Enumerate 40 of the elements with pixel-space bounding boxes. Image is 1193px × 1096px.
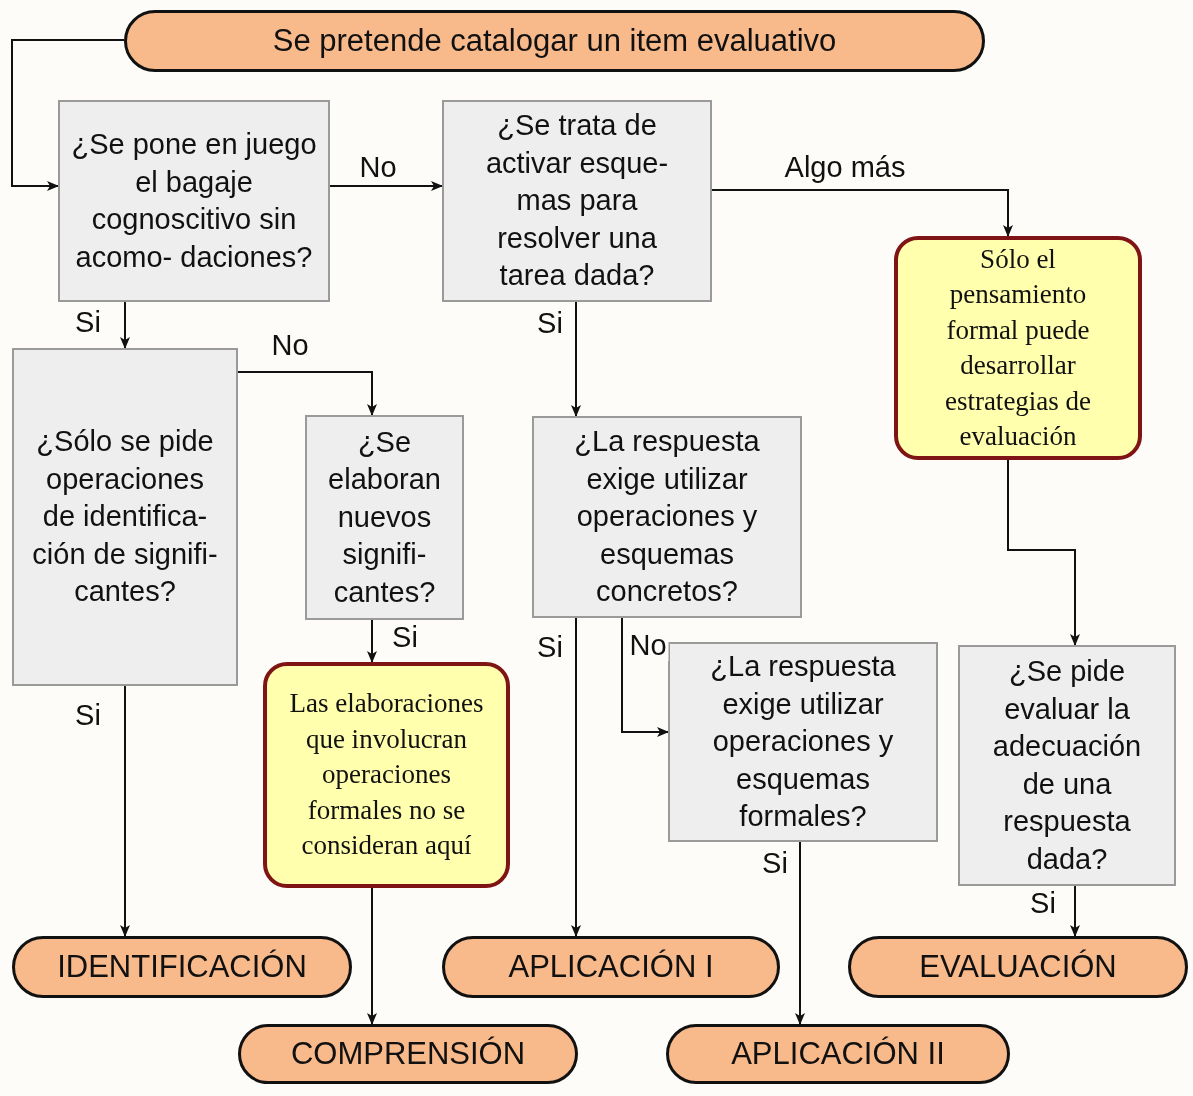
node-text: ¿Se elaboran nuevos signifi- cantes? [327, 424, 442, 610]
arrow [1070, 885, 1080, 937]
arrow [367, 619, 377, 663]
arrow [621, 617, 669, 737]
decision-box [12, 348, 238, 686]
terminal-box [238, 1024, 578, 1084]
node-text: ¿La respuesta exige utilizar operaciones y esquemas formales? [709, 649, 897, 835]
arrow [120, 301, 130, 349]
note-box [894, 236, 1142, 460]
arrow [237, 371, 377, 416]
node-text: Se pretende catalogar un item evaluativo [272, 23, 837, 59]
decision-box [305, 415, 464, 620]
arrow [571, 617, 581, 937]
decision-box [668, 642, 938, 842]
decision-box [442, 100, 712, 302]
terminal-box [666, 1024, 1010, 1084]
note-box [263, 662, 510, 888]
arrow [11, 39, 125, 191]
node-text: ¿Sólo se pide operaciones de identifica- ción de signifi- cantes? [31, 424, 219, 610]
node-text: ¿Se trata de activar esque- mas para resolver una tarea dada? [484, 108, 670, 294]
node-text: EVALUACIÓN [919, 949, 1117, 985]
arrow [367, 887, 377, 1025]
node-text: Las elaboraciones que involucran operaciones formales no se consideran aquí [288, 687, 485, 863]
decision-box [958, 645, 1176, 886]
node-text: COMPRENSIÓN [290, 1036, 526, 1072]
arrow [711, 189, 1013, 237]
arrow [571, 301, 581, 417]
node-text: APLICACIÓN II [731, 1036, 945, 1072]
arrow [329, 181, 443, 191]
node-text: IDENTIFICACIÓN [57, 949, 307, 985]
arrow [1007, 459, 1080, 646]
node-text: ¿Se pide evaluar la adecuación de una respuesta dada? [991, 654, 1143, 877]
arrow [795, 841, 805, 1025]
node-text: Sólo el pensamiento formal puede desarrollar estrategias de evaluación [943, 242, 1093, 453]
node-text: ¿Se pone en juego el bagaje cognoscitivo sin acomo- daciones? [70, 127, 318, 275]
decision-box [532, 416, 802, 618]
arrow [120, 685, 130, 937]
node-text: APLICACIÓN I [508, 949, 714, 985]
node-text: ¿La respuesta exige utilizar operaciones y esquemas concretos? [573, 424, 761, 610]
decision-box [58, 100, 330, 302]
